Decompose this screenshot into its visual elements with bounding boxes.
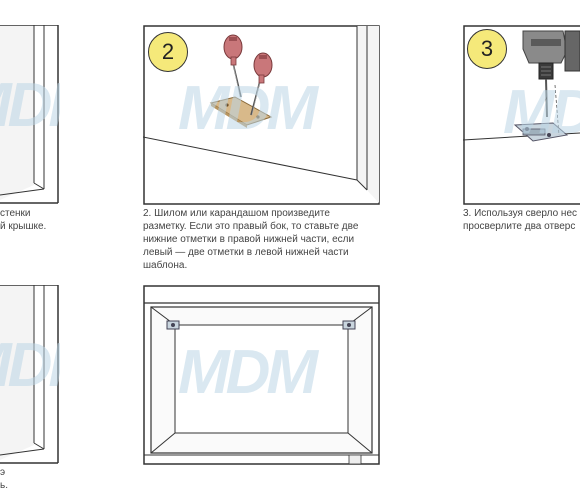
step1-drawing	[0, 25, 60, 205]
step-badge: 3	[467, 29, 507, 69]
step-number: 3	[480, 36, 494, 61]
caption-line: 2. Шилом или карандашом произведите	[143, 208, 330, 219]
step1-caption: стенки й крышке.	[0, 207, 46, 233]
caption-line: шаблона.	[143, 260, 188, 271]
caption-line: 3. Используя сверло нес	[463, 208, 578, 219]
step5-illustration: MDM	[143, 285, 380, 465]
caption-line: просверлите два отверс	[463, 221, 576, 232]
step3-caption: 3. Используя сверло нес просверлите два …	[463, 207, 577, 233]
step2-drawing	[143, 25, 380, 205]
step2-caption: 2. Шилом или карандашом произведите разм…	[143, 207, 358, 272]
caption-line: ь.	[0, 480, 8, 491]
caption-line: э	[0, 467, 6, 478]
step3-illustration: 3 MDM	[463, 25, 580, 205]
step5-drawing	[143, 285, 380, 465]
step1-illustration: MDM	[0, 25, 60, 205]
step2-illustration: 2 MDM	[143, 25, 380, 205]
step-number: 2	[161, 39, 175, 64]
step4-drawing	[0, 285, 59, 464]
caption-line: разметку. Если это правый бок, то ставьт…	[143, 221, 359, 232]
caption-line: стенки	[0, 208, 31, 219]
step4-illustration: MDM	[0, 285, 60, 465]
step4-caption: э ь.	[0, 466, 8, 492]
step-badge: 2	[148, 32, 188, 72]
caption-line: й крышке.	[0, 221, 47, 232]
caption-line: левый — две отметки в левой нижней части	[143, 247, 349, 258]
caption-line: нижние отметки в правой нижней части, ес…	[143, 234, 355, 245]
